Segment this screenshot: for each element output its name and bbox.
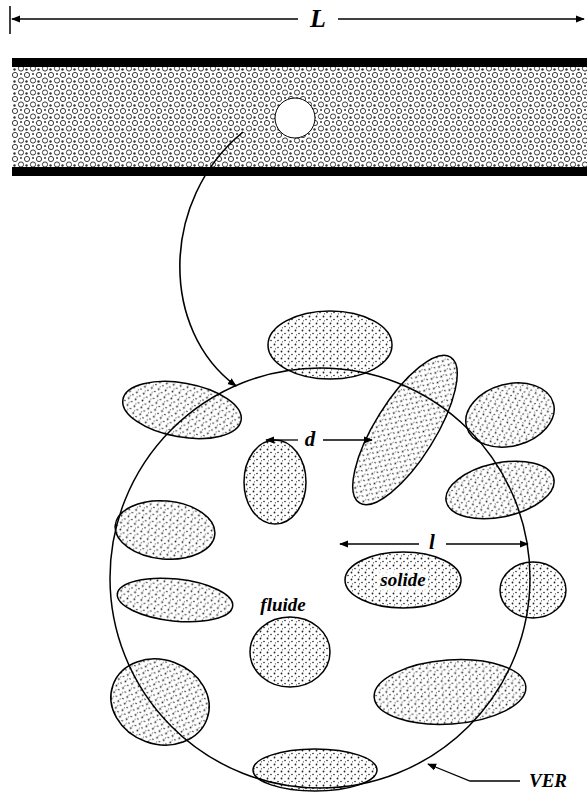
solid-grain — [441, 452, 560, 528]
solid-grain — [244, 440, 306, 524]
callout-label: VER — [526, 771, 570, 792]
leader-line — [428, 764, 520, 781]
solid-grains — [99, 311, 566, 791]
dimension-line — [446, 543, 528, 544]
ver-circle — [110, 368, 530, 788]
porous-band — [12, 66, 587, 168]
band-wall — [12, 167, 587, 176]
dimension-line — [12, 18, 298, 19]
solid-grain — [250, 617, 330, 687]
solid-grain — [500, 562, 566, 618]
solid-grain — [372, 655, 528, 729]
dimension-label: d — [302, 428, 319, 451]
region-label: fluide — [257, 595, 308, 616]
dimension-label: L — [307, 5, 329, 34]
grain-text: solide — [377, 570, 428, 591]
dimension-tick — [9, 6, 11, 34]
grain-shape — [345, 552, 461, 608]
dimension-line — [266, 439, 298, 440]
solid-grain: solide — [343, 550, 463, 610]
dimension-line — [338, 18, 584, 19]
solid-grain — [459, 373, 562, 456]
dimension-line — [340, 543, 419, 544]
zoom-arrow — [180, 132, 243, 386]
solid-grain — [113, 497, 218, 563]
solid-grain — [118, 373, 246, 447]
phase-label: solide — [377, 570, 428, 591]
band-wall — [12, 58, 587, 67]
dimension-label: l — [426, 531, 438, 554]
solid-grain — [99, 645, 222, 758]
sample-spot — [275, 98, 315, 138]
solid-grain — [115, 573, 235, 627]
dimension-line — [323, 439, 372, 440]
